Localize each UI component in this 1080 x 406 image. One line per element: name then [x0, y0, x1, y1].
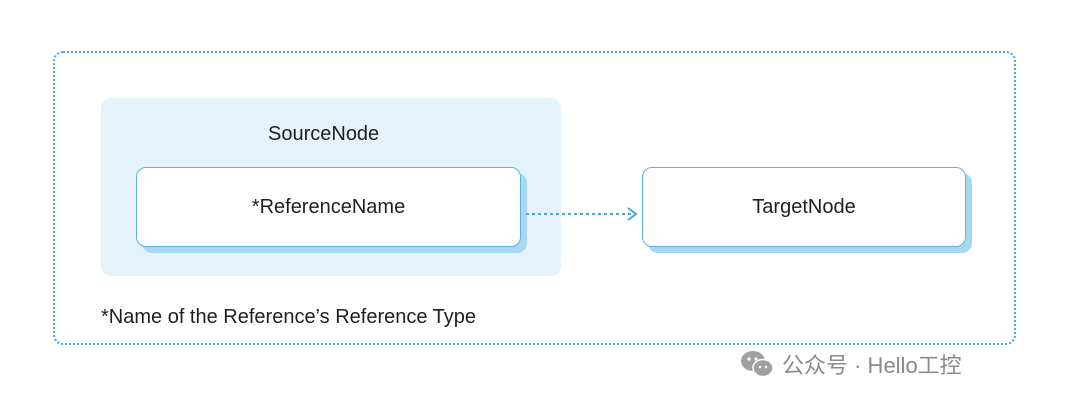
footnote: *Name of the Reference’s Reference Type [101, 306, 477, 328]
outer-frame [53, 51, 1016, 345]
target-node: TargetNode [642, 167, 966, 247]
source-node-title: SourceNode [268, 123, 380, 145]
watermark: 公众号 · Hello工控 [740, 348, 962, 380]
reference-name-label: *ReferenceName [251, 195, 406, 218]
reference-name-node: *ReferenceName [136, 167, 521, 247]
reference-arrow [526, 207, 638, 221]
target-node-label: TargetNode [752, 195, 856, 218]
watermark-text: 公众号 · Hello工控 [782, 353, 962, 378]
wechat-icon [741, 351, 774, 378]
